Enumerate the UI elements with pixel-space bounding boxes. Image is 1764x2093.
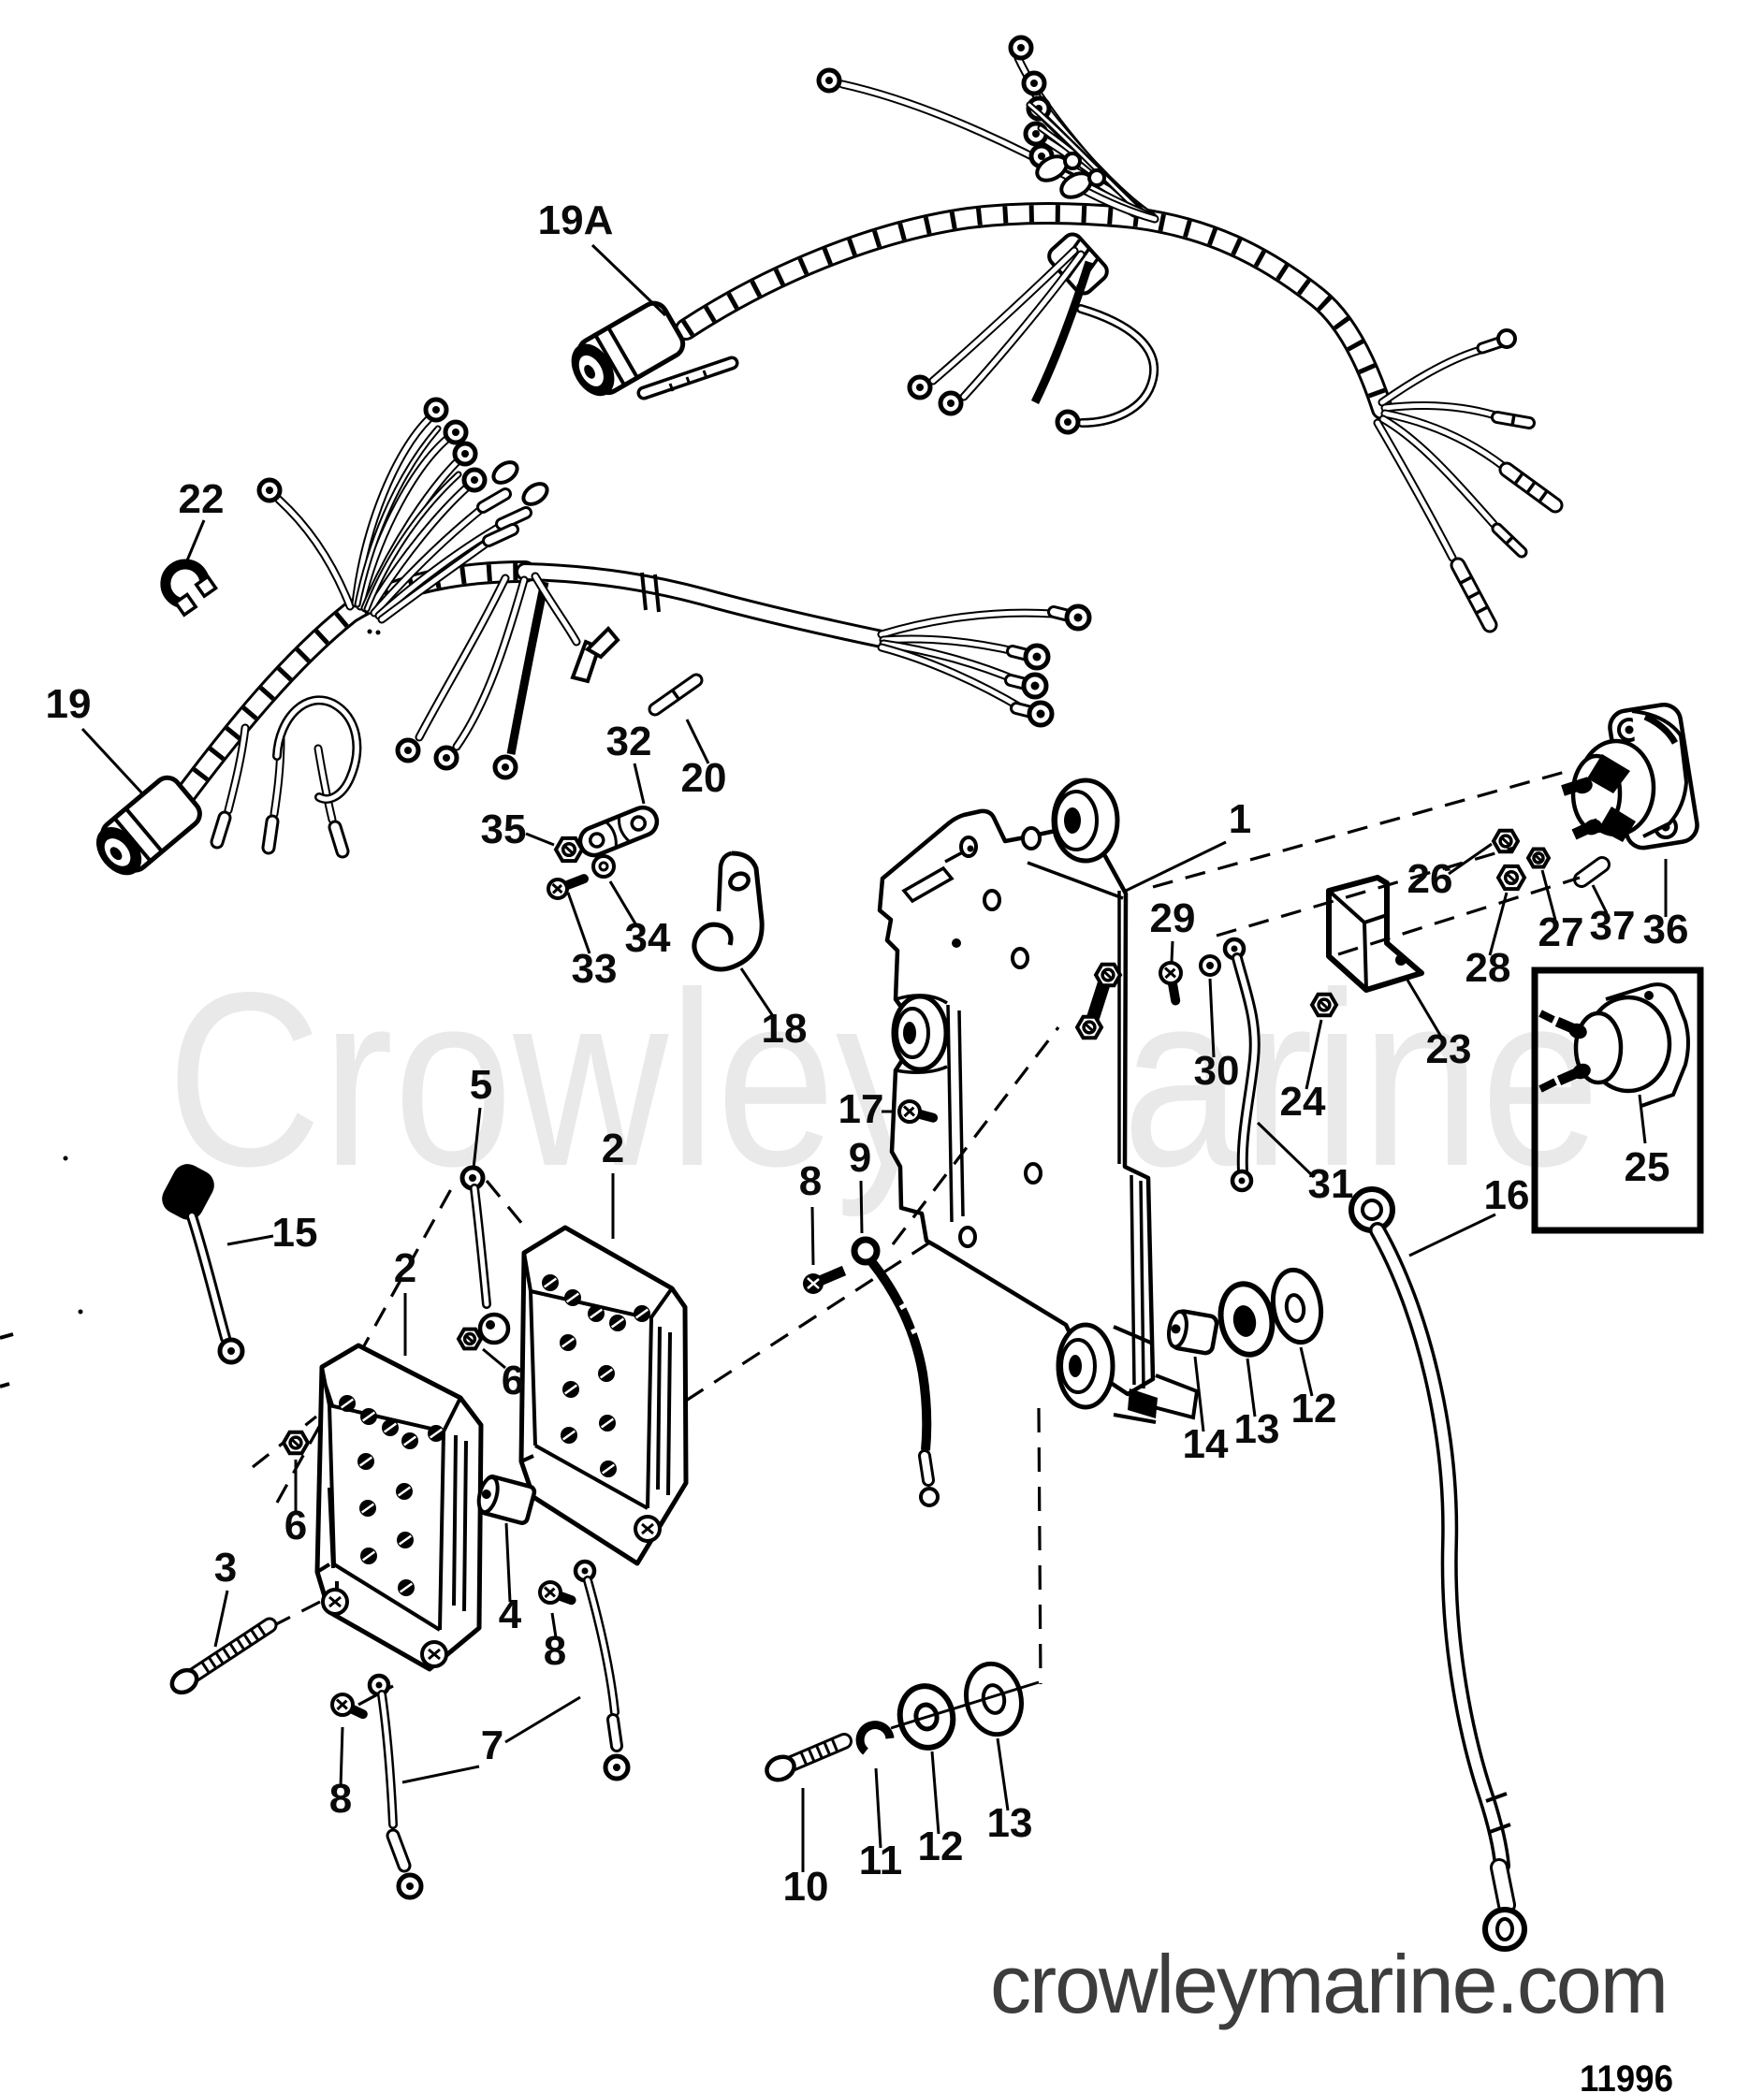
- svg-text:35: 35: [481, 807, 527, 852]
- svg-text:37: 37: [1590, 903, 1636, 949]
- svg-text:13: 13: [987, 1800, 1033, 1846]
- svg-text:12: 12: [1291, 1386, 1337, 1432]
- svg-text:26: 26: [1407, 856, 1453, 902]
- svg-text:7: 7: [481, 1722, 503, 1768]
- svg-text:25: 25: [1625, 1144, 1670, 1190]
- svg-text:27: 27: [1538, 909, 1584, 955]
- svg-text:22: 22: [179, 476, 225, 522]
- svg-text:crowleymarine.com: crowleymarine.com: [990, 1938, 1669, 2030]
- svg-text:33: 33: [572, 946, 618, 992]
- svg-text:20: 20: [681, 755, 727, 801]
- svg-text:13: 13: [1234, 1406, 1280, 1452]
- svg-text:30: 30: [1194, 1048, 1240, 1094]
- svg-text:8: 8: [799, 1158, 822, 1204]
- svg-text:18: 18: [762, 1006, 808, 1052]
- svg-text:31: 31: [1308, 1161, 1354, 1207]
- svg-text:32: 32: [606, 719, 652, 764]
- svg-text:10: 10: [783, 1864, 829, 1910]
- svg-text:28: 28: [1465, 945, 1511, 991]
- svg-text:14: 14: [1183, 1421, 1229, 1467]
- svg-text:17: 17: [838, 1086, 884, 1132]
- svg-text:16: 16: [1484, 1172, 1530, 1218]
- svg-text:19: 19: [46, 681, 92, 727]
- svg-text:19A: 19A: [538, 197, 614, 243]
- svg-text:2: 2: [394, 1245, 416, 1291]
- svg-text:1: 1: [1229, 796, 1251, 842]
- svg-text:9: 9: [849, 1135, 871, 1181]
- svg-text:15: 15: [272, 1210, 318, 1256]
- svg-text:24: 24: [1280, 1079, 1326, 1125]
- svg-text:11996: 11996: [1580, 2058, 1673, 2093]
- svg-text:2: 2: [602, 1126, 624, 1171]
- svg-text:23: 23: [1426, 1026, 1472, 1072]
- svg-text:3: 3: [214, 1545, 237, 1591]
- svg-text:12: 12: [918, 1824, 964, 1869]
- svg-text:34: 34: [625, 915, 671, 961]
- svg-text:5: 5: [470, 1062, 492, 1108]
- svg-text:29: 29: [1150, 895, 1196, 941]
- svg-text:6: 6: [502, 1358, 524, 1403]
